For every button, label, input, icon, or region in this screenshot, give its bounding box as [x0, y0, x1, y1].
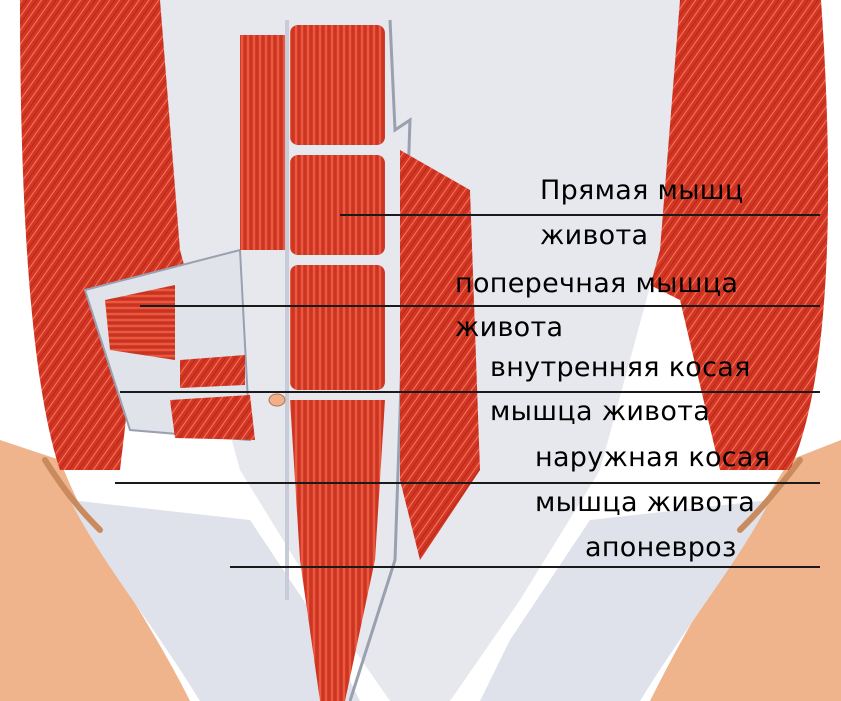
label-aponeurosis: апоневроз [585, 532, 737, 564]
internal-oblique-muscle-2 [170, 395, 255, 440]
label-external-oblique-line2: мышца живота [535, 487, 755, 519]
rectus-left-upper [240, 35, 285, 250]
label-transverse-line1: поперечная мышца [455, 268, 738, 300]
label-rectus-line2: живота [540, 220, 648, 252]
label-transverse-line2: живота [455, 312, 563, 344]
label-external-oblique-line1: наружная косая [535, 442, 770, 474]
rectus-segment-1 [290, 25, 385, 145]
navel [269, 394, 285, 406]
internal-oblique-muscle [180, 355, 245, 388]
rectus-segment-3 [290, 265, 385, 390]
label-rectus-line1: Прямая мышц [540, 175, 744, 207]
label-internal-oblique-line1: внутренняя косая [490, 352, 751, 384]
rectus-segment-2 [290, 155, 385, 255]
label-internal-oblique-line2: мышца живота [490, 396, 710, 428]
